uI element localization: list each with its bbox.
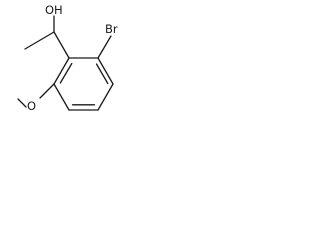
double-bond-inner-c2-c3	[95, 63, 109, 85]
hydroxyl-label: OH	[45, 3, 63, 17]
bond-ring-to-bromine	[97, 35, 112, 59]
ring-bond-c3-c4	[97, 83, 114, 111]
ring-bond-c6-c1	[53, 57, 70, 85]
bromine-label: Br	[105, 22, 118, 36]
ring-bond-c2-c3	[97, 57, 114, 85]
double-bond-inner-c1-c6	[59, 62, 73, 84]
ring-bond-c5-c6	[53, 83, 70, 111]
bond-methoxy-oxygen-to-methyl	[17, 98, 27, 108]
methoxy-oxygen-label: O	[27, 99, 36, 113]
bond-ring-to-carbinol	[53, 31, 70, 59]
bond-carbinol-to-methyl	[24, 31, 55, 50]
bond-ring-to-methoxy-oxygen	[39, 83, 55, 99]
chemical-structure-diagram: OH Br O	[17, 3, 118, 113]
